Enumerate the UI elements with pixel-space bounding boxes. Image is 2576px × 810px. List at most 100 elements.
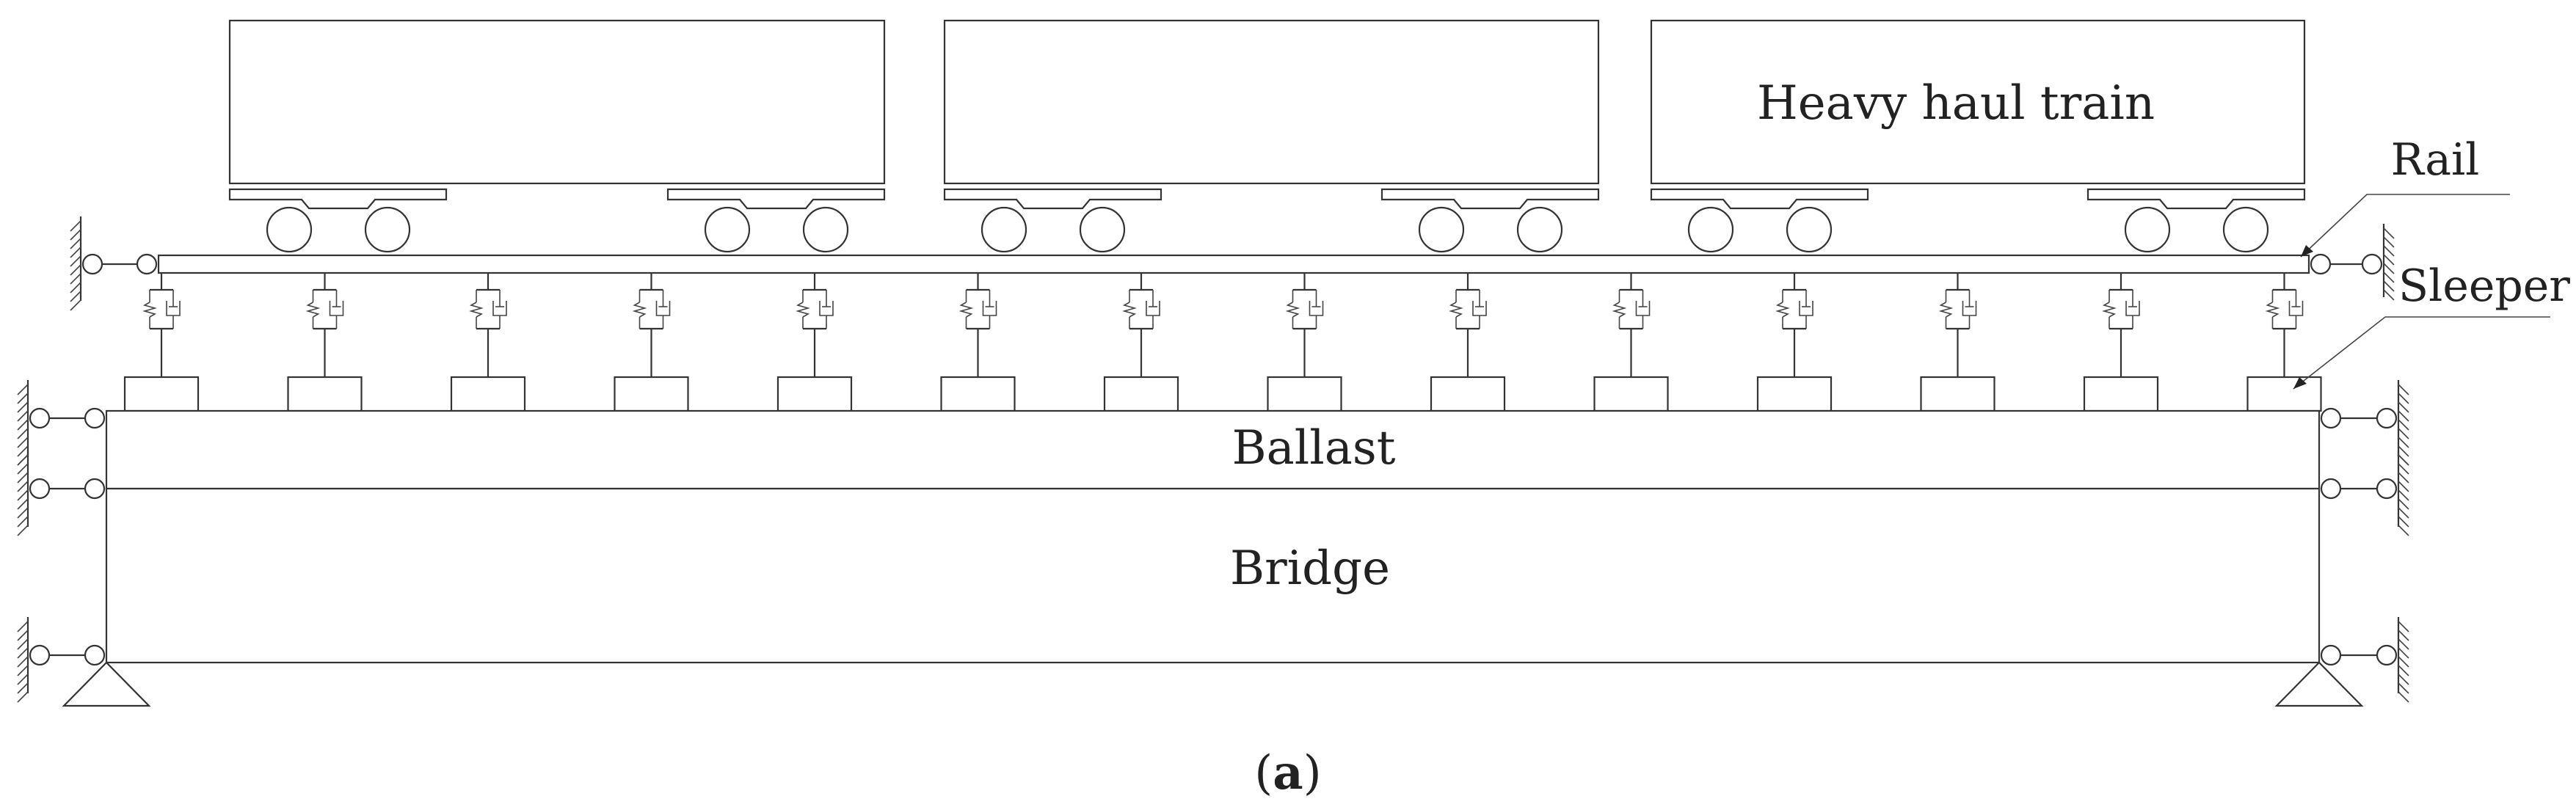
wall-hatch: [2398, 674, 2409, 685]
wheel: [980, 206, 1027, 253]
wall-hatch: [2398, 489, 2409, 501]
roller-joint: [2320, 407, 2342, 429]
wheel: [364, 206, 411, 253]
wall-hatch: [2398, 507, 2409, 519]
wall-hatch: [17, 384, 29, 395]
wall-hatch: [2398, 454, 2409, 466]
fastener-unit: [2265, 273, 2304, 377]
roller-joint: [2376, 407, 2398, 429]
wall-hatch: [2398, 472, 2409, 484]
bogie-frame: [2086, 188, 2306, 210]
wall-hatch: [17, 454, 29, 466]
sleeper-block: [1267, 376, 1342, 412]
sleeper-block: [614, 376, 689, 412]
left-support-3: [17, 617, 106, 703]
wall-hatch: [17, 674, 29, 685]
label-bridge: Bridge: [1230, 541, 1390, 596]
wall-hatch: [2383, 236, 2395, 248]
wall-hatch: [17, 498, 29, 510]
wall-hatch: [70, 282, 81, 293]
sleeper-block: [450, 376, 526, 412]
pin-triangle: [2274, 661, 2364, 707]
label-heavy-haul-train: Heavy haul train: [1757, 76, 2155, 131]
wall-hatch: [17, 410, 29, 422]
wall-hatch: [17, 665, 29, 676]
spring-coil: [1938, 302, 1954, 318]
bogie: [2086, 188, 2306, 253]
spring-coil: [1285, 302, 1300, 318]
rail-left-support: [70, 216, 158, 311]
label-rail: Rail: [2391, 134, 2480, 186]
wall-hatch: [2398, 665, 2409, 676]
wall-hatch: [2398, 525, 2409, 536]
caption-open-paren: (: [1254, 746, 1273, 800]
train-car-2: [943, 19, 1600, 253]
heavy-haul-train: [228, 19, 2306, 253]
wall-hatch: [17, 401, 29, 413]
car-body: [1650, 19, 2306, 185]
wall-hatch: [2398, 419, 2409, 431]
wall-hatch: [2383, 263, 2395, 274]
wall-hatch: [17, 481, 29, 492]
ballast-box: [105, 409, 2321, 490]
wall-hatch: [17, 463, 29, 475]
fastener-unit: [796, 273, 834, 377]
spring-coil: [958, 302, 974, 318]
rail-leader: [2300, 194, 2510, 258]
figure-caption: (a): [1254, 745, 1321, 800]
sleeper-leader-arrow: [2293, 377, 2307, 389]
spring-coil: [1449, 302, 1463, 318]
wall-hatch: [2398, 630, 2409, 641]
wall-hatch: [2398, 682, 2409, 694]
wheel: [1079, 206, 1126, 253]
car-body: [943, 19, 1600, 185]
wall-hatch: [17, 525, 29, 536]
sleeper-block: [2083, 376, 2159, 412]
roller-joint: [84, 478, 106, 500]
wall-hatch: [70, 247, 81, 258]
left-support-1: [17, 380, 106, 466]
wheel: [2222, 206, 2269, 253]
wall-hatch: [70, 299, 81, 311]
roller-joint: [84, 644, 106, 666]
spring-coil: [632, 302, 647, 318]
bogie-frame: [1380, 188, 1600, 210]
sleeper-block: [287, 376, 363, 412]
wheel: [704, 206, 751, 253]
roller-joint: [2320, 478, 2342, 500]
roller-joint: [2310, 253, 2332, 275]
wall-hatch: [70, 273, 81, 285]
wall-hatch: [2383, 245, 2395, 257]
roller-joint: [2376, 478, 2398, 500]
sleepers: [123, 376, 2322, 412]
right-support-3: [2320, 617, 2409, 703]
wall-hatch: [17, 691, 29, 703]
wall-hatch: [70, 255, 81, 267]
wall-hatch: [2398, 437, 2409, 448]
wall-hatch: [2398, 393, 2409, 404]
wall-hatch: [2398, 656, 2409, 668]
wall-hatch: [70, 264, 81, 276]
wall-hatch: [17, 393, 29, 404]
roller-joint: [29, 407, 51, 429]
wall-hatch: [17, 621, 29, 632]
fastener-unit: [1938, 273, 1977, 377]
fastener-unit: [1775, 273, 1813, 377]
rail-leader-arrow: [2301, 245, 2313, 257]
wall-hatch: [2383, 271, 2395, 283]
spring-coil: [796, 302, 810, 318]
label-ballast: Ballast: [1232, 421, 1396, 475]
wall-hatch: [17, 428, 29, 439]
sleeper-block: [940, 376, 1016, 412]
spring-coil: [1122, 302, 1137, 318]
wall-hatch: [2398, 638, 2409, 650]
fastener-unit: [1449, 273, 1487, 377]
bogie: [1380, 188, 1600, 253]
spring-coil: [142, 302, 157, 318]
fastener-unit: [469, 273, 507, 377]
fastener-unit: [142, 273, 181, 377]
bogie: [1650, 188, 1869, 253]
car-body: [228, 19, 886, 185]
wheel: [1516, 206, 1563, 253]
fastener-unit: [305, 273, 344, 377]
